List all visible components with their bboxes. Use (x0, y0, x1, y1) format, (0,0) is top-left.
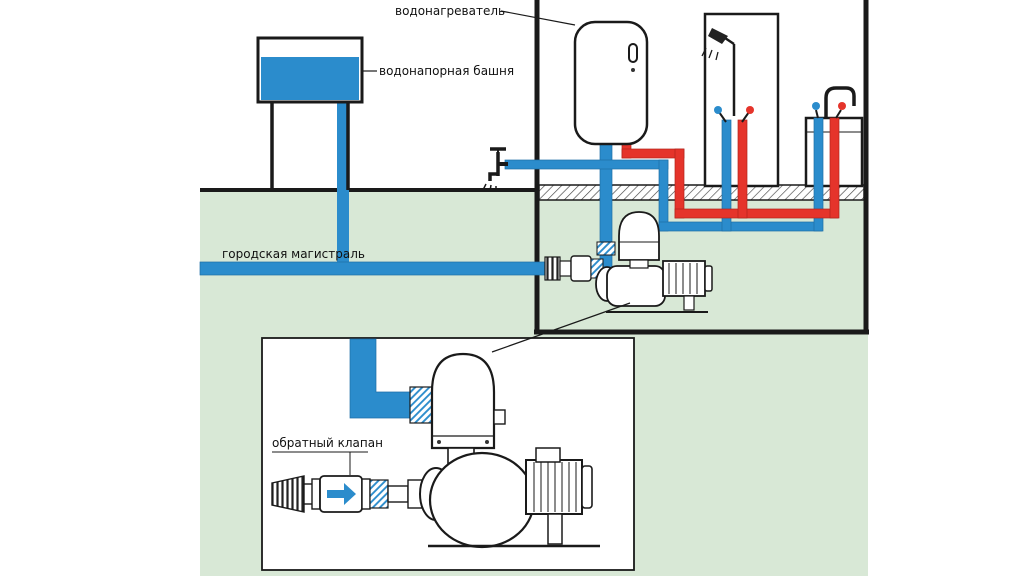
motor-end-cap (704, 265, 713, 292)
sink-cold-handle (812, 102, 820, 110)
check-valve (311, 475, 371, 513)
cold-water-pipes (504, 117, 824, 269)
water-tower: водонапорная башня (256, 36, 514, 275)
flow-arrow-icon (327, 483, 356, 505)
shower-fixture (701, 28, 754, 123)
cold-sink-riser (813, 117, 824, 232)
water-heater-body (573, 20, 649, 146)
sink-fixture (812, 86, 856, 119)
city-main-pipe (199, 261, 546, 276)
hot-shower-riser (737, 119, 748, 219)
cold-down-leg (658, 159, 669, 232)
inset-leader-line (491, 302, 631, 353)
unit-connector (629, 259, 649, 269)
cold-distribution-pipe (658, 221, 823, 232)
inset-motor-end-cap (581, 465, 593, 509)
inset-pump-volute (428, 451, 536, 549)
sink-hot-handle (838, 102, 846, 110)
sink-faucet-icon (824, 86, 856, 118)
hot-sink-riser (829, 117, 840, 219)
water-tower-label: водонапорная башня (379, 64, 514, 78)
inset-motor-foot (547, 513, 563, 545)
inset-coupling (369, 479, 389, 509)
cold-shower-riser (721, 119, 732, 232)
house-floor (538, 184, 865, 201)
shower-head-icon (708, 28, 728, 44)
hot-water-pipes (621, 117, 840, 219)
riser-coupling (596, 241, 616, 256)
shower-hot-handle (746, 106, 754, 114)
pump-motor (662, 260, 706, 297)
heater-indicator (631, 68, 635, 72)
pump-detail-inset: обратный клапан (261, 337, 635, 571)
pipe-fitting (544, 256, 561, 281)
pipe-nipple (559, 260, 572, 277)
inset-pipe-piece (387, 485, 409, 503)
tower-water (261, 57, 359, 100)
check-valve-label: обратный клапан (272, 436, 383, 450)
heater-handle (628, 43, 638, 63)
outdoor-tap-icon (482, 147, 508, 192)
hot-distribution-pipe (674, 208, 839, 219)
pressure-control-unit (618, 211, 660, 261)
shower-cabin (703, 12, 780, 188)
unit-cable-gland (493, 409, 506, 425)
city-main: городская магистраль (199, 247, 546, 276)
water-heater: водонагреватель (395, 4, 649, 146)
inline-valve (570, 255, 592, 282)
hot-down-leg (674, 148, 685, 219)
shower-cold-handle (714, 106, 722, 114)
pump-casing (606, 265, 666, 307)
inset-terminal-box (535, 447, 561, 463)
tower-down-pipe (337, 100, 349, 275)
cold-branch-horizontal (504, 159, 669, 170)
inset-cone-fitting (271, 475, 305, 513)
water-heater-label: водонагреватель (395, 4, 505, 18)
inset-coupling (409, 386, 433, 424)
heater-leader-line (500, 10, 576, 26)
inset-pressure-control-unit (430, 352, 496, 450)
city-main-label: городская магистраль (222, 247, 365, 261)
pump-foot (683, 295, 695, 311)
pump-station (544, 211, 713, 313)
